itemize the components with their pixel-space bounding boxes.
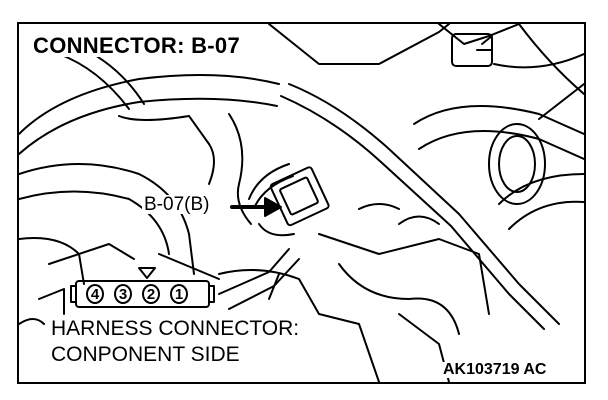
connector-pin-2: 2	[142, 284, 160, 304]
connector-title: CONNECTOR: B-07	[30, 35, 244, 57]
figure-code: AK103719 AC	[441, 361, 549, 378]
connector-callout-label: B-07(B)	[142, 194, 212, 215]
component-side-label: CONPONENT SIDE	[49, 343, 242, 366]
connector-pin-1: 1	[170, 284, 188, 304]
harness-connector-label: HARNESS CONNECTOR:	[49, 317, 302, 340]
engine-bay-illustration	[19, 24, 584, 382]
connector-pin-3: 3	[114, 284, 132, 304]
diagram-frame: CONNECTOR: B-07 B-07(B) 4 3 2 1 HARNESS …	[17, 22, 586, 384]
connector-pin-4: 4	[86, 284, 104, 304]
